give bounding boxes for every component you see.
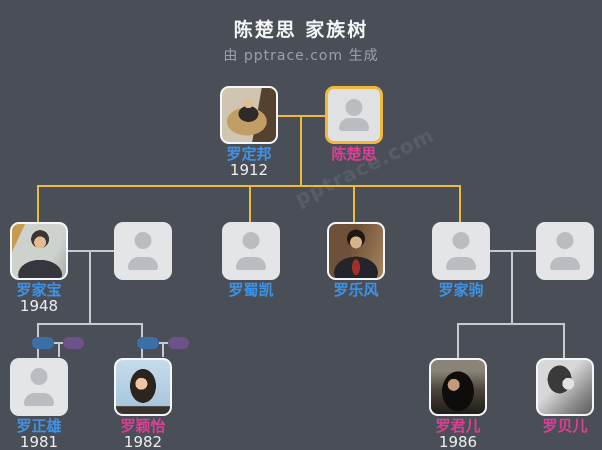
person-node-luoshukai[interactable]: 罗蜀凯 [222, 222, 280, 298]
collapsed-node-purple-2[interactable] [168, 337, 189, 349]
person-year: 1986 [438, 433, 478, 450]
person-name: 罗颖怡 [120, 417, 166, 435]
sibling-bus-left [37, 323, 143, 325]
person-name: 罗乐风 [333, 281, 379, 299]
drop-line-luoshukai [249, 185, 251, 222]
person-node-luojiaju[interactable]: 罗家驹 [432, 222, 490, 298]
avatar-placeholder-icon [114, 222, 172, 280]
person-node-luodingbang[interactable]: 罗定邦 1912 [220, 86, 278, 178]
portrait-photo [429, 358, 487, 416]
person-name: 罗家驹 [438, 281, 484, 299]
person-node-chenchusi[interactable]: 陈楚思 [325, 86, 383, 162]
person-name: 罗定邦 [226, 145, 272, 163]
portrait-photo [114, 358, 172, 416]
drop-line-luojiaju [459, 185, 461, 222]
person-node-luolefeng[interactable]: 罗乐风 [327, 222, 385, 298]
person-name: 罗正雄 [16, 417, 62, 435]
portrait-photo [327, 222, 385, 280]
drop-line-luojiabao [37, 185, 39, 222]
person-node-luojiabao[interactable]: 罗家宝 1948 [10, 222, 68, 314]
drop-line-luobeier [563, 323, 565, 358]
person-node-spouse-1[interactable] [114, 222, 172, 280]
person-year: 1912 [229, 161, 269, 179]
page-subtitle: 由 pptrace.com 生成 [223, 48, 379, 64]
descent-line-root [300, 115, 302, 187]
portrait-photo [220, 86, 278, 144]
portrait-photo [10, 222, 68, 280]
person-name: 罗家宝 [16, 281, 62, 299]
collapsed-node-blue-1[interactable] [32, 337, 54, 349]
marriage-line-luojiabao [68, 250, 114, 252]
page-title: 陈楚思 家族树 [233, 19, 369, 41]
avatar-placeholder-icon [10, 358, 68, 416]
person-node-luoyingyi[interactable]: 罗颖怡 1982 [114, 358, 172, 450]
person-name: 罗蜀凯 [228, 281, 274, 299]
avatar-placeholder-icon [325, 86, 383, 144]
sibling-bus-right [457, 323, 565, 325]
person-node-spouse-2[interactable] [536, 222, 594, 280]
pill-link-line-1 [54, 342, 63, 344]
marriage-line-luojiaju [490, 250, 536, 252]
pill-stub-line-1 [58, 344, 60, 357]
avatar-placeholder-icon [432, 222, 490, 280]
descent-line-luojiabao [89, 250, 91, 325]
person-name: 罗贝儿 [542, 417, 588, 435]
person-node-luobeier[interactable]: 罗贝儿 [536, 358, 594, 434]
person-name: 陈楚思 [331, 145, 377, 163]
descent-line-luojiaju [511, 250, 513, 325]
person-year: 1981 [19, 433, 59, 450]
avatar-placeholder-icon [536, 222, 594, 280]
person-name: 罗君儿 [435, 417, 481, 435]
person-year: 1982 [123, 433, 163, 450]
drop-line-luolefeng [353, 185, 355, 222]
person-node-luozhengxiong[interactable]: 罗正雄 1981 [10, 358, 68, 450]
person-year: 1948 [19, 297, 59, 315]
person-node-luojuner[interactable]: 罗君儿 1986 [429, 358, 487, 450]
avatar-placeholder-icon [222, 222, 280, 280]
portrait-photo [536, 358, 594, 416]
collapsed-node-blue-2[interactable] [137, 337, 159, 349]
drop-line-luojuner [457, 323, 459, 358]
pill-stub-line-2 [162, 344, 164, 357]
pill-link-line-2 [159, 342, 168, 344]
collapsed-node-purple-1[interactable] [63, 337, 84, 349]
